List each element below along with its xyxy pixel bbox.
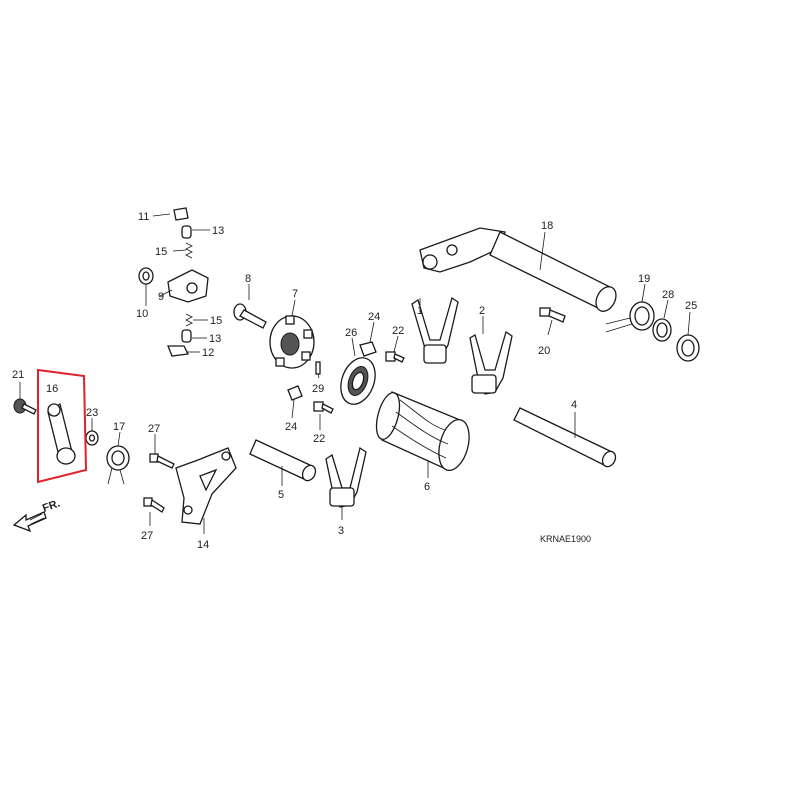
callout-16: 16 [46, 383, 58, 395]
callout-7: 7 [292, 288, 298, 300]
washer-25 [676, 334, 700, 362]
shift-drum-6 [375, 391, 470, 472]
front-arrow-icon [12, 511, 47, 533]
plate-24a [359, 341, 377, 357]
callout-19: 19 [638, 273, 650, 285]
spring-15b [185, 313, 193, 327]
plate-24b [287, 385, 303, 401]
bracket-14 [175, 447, 237, 525]
spring-17 [106, 445, 130, 485]
bolt-22a [385, 351, 405, 363]
shift-fork-2 [469, 330, 513, 395]
spring-15a [185, 242, 193, 259]
washer-23 [85, 430, 99, 446]
drum-center-7 [269, 315, 315, 369]
gearshift-spindle [419, 227, 617, 312]
callout-18: 18 [541, 220, 553, 232]
callouts: 11 13 15 10 9 8 7 15 13 12 18 1 2 19 28 … [12, 211, 697, 551]
callout-6: 6 [424, 481, 430, 493]
callout-15b: 15 [210, 315, 222, 327]
callout-27a: 27 [148, 423, 160, 435]
callout-13a: 13 [212, 225, 224, 237]
callout-12: 12 [202, 347, 214, 359]
callout-24a: 24 [368, 311, 380, 323]
callout-3: 3 [338, 525, 344, 537]
bolt-20 [539, 307, 566, 323]
diagram-code: KRNAE1900 [540, 534, 591, 544]
fork-shaft-5 [249, 439, 317, 482]
highlight-frame [37, 368, 88, 484]
callout-5: 5 [278, 489, 284, 501]
callout-29: 29 [312, 383, 324, 395]
callout-8: 8 [245, 273, 251, 285]
callout-23: 23 [86, 407, 98, 419]
collar-10 [138, 267, 154, 285]
callout-17: 17 [113, 421, 125, 433]
shift-fork-1 [411, 296, 459, 364]
callout-15a: 15 [155, 246, 167, 258]
plunger-12 [167, 345, 189, 357]
callout-20: 20 [538, 345, 550, 357]
callout-2: 2 [479, 305, 485, 317]
pin-29 [315, 361, 321, 375]
leader-lines [19, 213, 691, 534]
stopper-arm-9 [167, 269, 209, 303]
callout-1: 1 [417, 305, 423, 317]
cap-11 [173, 207, 189, 221]
callout-28: 28 [662, 289, 674, 301]
link-16 [47, 402, 76, 465]
pin-13b [181, 329, 192, 343]
callout-14: 14 [197, 539, 209, 551]
callout-26: 26 [345, 327, 357, 339]
circlip-28 [652, 318, 672, 342]
callout-10: 10 [136, 308, 148, 320]
callout-11: 11 [138, 211, 149, 223]
spring-19 [605, 301, 655, 333]
bolt-27b [143, 497, 165, 513]
callout-27b: 27 [141, 530, 153, 542]
callout-13b: 13 [209, 333, 221, 345]
fork-shaft-4 [513, 407, 617, 468]
bolt-22b [313, 401, 334, 414]
callout-25: 25 [685, 300, 697, 312]
callout-22b: 22 [313, 433, 325, 445]
callout-4: 4 [571, 399, 577, 411]
pin-13a [181, 225, 192, 239]
callout-9: 9 [158, 291, 164, 303]
bolt-8 [233, 303, 267, 329]
callout-24b: 24 [285, 421, 297, 433]
direction-label: FR. [41, 497, 62, 514]
bearing-26 [340, 357, 376, 405]
bolt-21 [13, 398, 37, 415]
shift-fork-3 [325, 446, 367, 508]
callout-22a: 22 [392, 325, 404, 337]
callout-21: 21 [12, 369, 24, 381]
bolt-27a [149, 453, 175, 469]
